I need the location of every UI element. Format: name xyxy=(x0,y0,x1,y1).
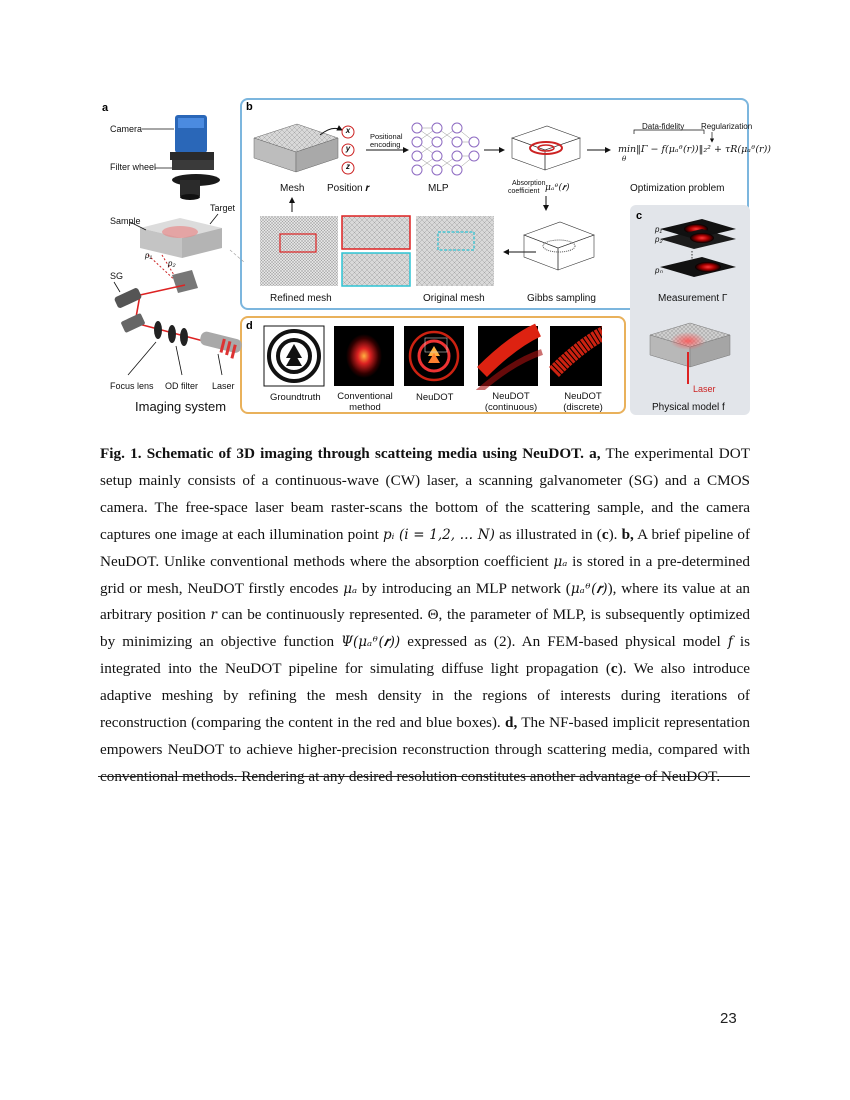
label-c-laser: Laser xyxy=(693,384,716,394)
label-neudot: NeuDOT xyxy=(416,392,454,403)
caption-a-text-3: ). xyxy=(608,525,618,543)
caption-b-text-8: ). We also introduce adaptive meshing by… xyxy=(100,660,750,732)
reconstruction-comparison xyxy=(263,323,602,390)
caption-a-text-2: as illustrated in ( xyxy=(499,525,602,543)
caption-b-text-2: is stored in a pre-determined grid or me… xyxy=(100,552,750,597)
label-imaging-system: Imaging system xyxy=(135,399,227,414)
caption-a-text-1: The experimental DOT setup mainly consis… xyxy=(100,445,750,543)
panel-letter-d: d xyxy=(246,320,253,332)
label-method: method xyxy=(349,402,381,413)
panel-letter-b: b xyxy=(246,101,253,113)
panel-b-frame xyxy=(240,98,749,310)
label-data-fidelity: Data-fidelity xyxy=(642,122,685,131)
label-neudot-continuous-1: NeuDOT xyxy=(492,391,530,402)
caption-mu-a-1: μₐ xyxy=(553,553,568,570)
caption-divider xyxy=(98,776,750,777)
label-sample: Sample xyxy=(110,216,141,226)
caption-title: Fig. 1. Schematic of 3D imaging through … xyxy=(100,445,584,462)
label-laser: Laser xyxy=(212,381,235,391)
label-neudot-discrete-1: NeuDOT xyxy=(564,391,602,402)
label-refined-mesh: Refined mesh xyxy=(270,293,332,304)
label-mlp: MLP xyxy=(428,183,449,194)
label-c-p2: p₂ xyxy=(655,235,663,244)
caption-b-text-3: by introducing an MLP network ( xyxy=(361,579,571,597)
label-optimization-problem: Optimization problem xyxy=(630,183,725,194)
caption-psi: Ψ(μₐᶿ(𝒓)) xyxy=(341,634,401,651)
label-original-mesh: Original mesh xyxy=(423,293,485,304)
label-absorption: Absorption xyxy=(512,180,546,187)
caption-pi-expr: pᵢ (i = 1,2, … N) xyxy=(383,526,495,543)
label-mesh: Mesh xyxy=(280,183,305,194)
panel-d-frame xyxy=(240,316,626,414)
caption-label-b: b, xyxy=(621,525,634,543)
label-positional: Positional xyxy=(370,132,403,141)
optimization-formula-sub: θ xyxy=(622,155,627,163)
caption-r: r xyxy=(210,607,217,624)
caption-c-ref-1: c xyxy=(601,525,609,543)
label-z: z xyxy=(346,162,350,171)
label-x: x xyxy=(345,126,351,135)
label-regularization: Regularization xyxy=(701,122,753,131)
caption-label-d: d, xyxy=(505,714,518,732)
label-p1: p₁ xyxy=(145,251,152,260)
label-od-filter: OD filter xyxy=(165,381,199,391)
measurement-illustration xyxy=(649,219,736,384)
caption-b-text-7: is integrated into the NeuDOT pipeline f… xyxy=(100,633,751,678)
figure-caption: Fig. 1. Schematic of 3D imaging through … xyxy=(100,441,750,791)
label-conventional: Conventional xyxy=(337,391,393,402)
label-focus-lens: Focus lens xyxy=(110,381,154,391)
label-target: Target xyxy=(210,203,236,213)
panel-letter-c: c xyxy=(636,210,643,222)
label-y: y xyxy=(345,144,351,153)
label-encoding: encoding xyxy=(370,140,401,149)
label-coefficient: coefficient xyxy=(508,188,540,195)
page-number: 23 xyxy=(720,1010,737,1027)
caption-c-ref-2: c xyxy=(610,660,618,678)
pipeline-diagram xyxy=(253,122,715,287)
caption-b-text-4: ), where its value at an arbitrary posit… xyxy=(100,579,751,624)
label-mu-r: μₐᶿ(𝒓) xyxy=(545,183,570,193)
caption-f: f xyxy=(727,634,733,651)
label-gibbs-sampling: Gibbs sampling xyxy=(527,293,596,304)
imaging-system-illustration xyxy=(113,115,245,376)
label-filter-wheel: Filter wheel xyxy=(110,162,157,172)
label-physical-model: Physical model f xyxy=(652,402,725,413)
label-sg: SG xyxy=(110,271,124,281)
caption-label-a: a, xyxy=(589,445,601,462)
label-neudot-discrete-2: (discrete) xyxy=(563,402,603,413)
caption-mu-theta-r: μₐᶿ(𝒓) xyxy=(570,580,608,597)
label-c-pn: pₙ xyxy=(655,266,663,275)
label-p2: p₂ xyxy=(168,259,176,268)
caption-b-text-6: expressed as (2). An FEM-based physical … xyxy=(407,633,721,651)
label-measurement: Measurement Γ xyxy=(658,293,728,304)
caption-b-text-1: A brief pipeline of NeuDOT. Unlike conve… xyxy=(100,525,751,570)
caption-b-text-5: can be continuously represented. Θ, the … xyxy=(100,606,750,651)
caption-mu-a-2: μₐ xyxy=(343,580,358,597)
label-position-r: Position 𝒓 xyxy=(327,183,370,194)
label-neudot-continuous-2: (continuous) xyxy=(484,402,538,413)
label-c-p1: p₁ xyxy=(655,225,662,234)
optimization-formula: min‖Γ − f(μₐᶿ(r))‖₂² + τR(μₐᶿ(r)) xyxy=(618,144,772,155)
panel-letter-a: a xyxy=(102,102,109,114)
label-groundtruth: Groundtruth xyxy=(270,392,321,403)
label-camera: Camera xyxy=(110,124,143,134)
